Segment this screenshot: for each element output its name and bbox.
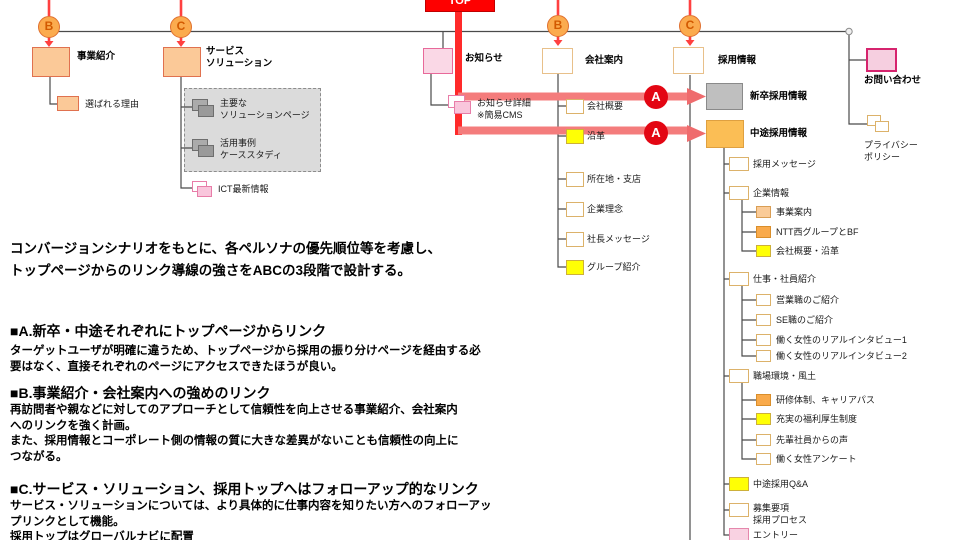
recruit-grandchild-label: 会社概要・沿革 (776, 246, 840, 256)
top-flow-vertical-line (455, 10, 462, 135)
recruit-child-label: エントリー (753, 530, 799, 540)
stacked-pages-icon (198, 105, 214, 117)
priority-badge-a1: A (644, 84, 668, 109)
recruit-grandchild-label: NTT西グループとBF (776, 227, 859, 237)
node-main-solution-pages-label: 主要な ソリューションページ (220, 98, 310, 120)
node-news (423, 48, 453, 74)
company-child-label: 会社概要 (587, 101, 624, 111)
company-child-box (566, 98, 584, 114)
recruit-grandchild-label: 営業職のご紹介 (776, 295, 840, 305)
recruit-grandchild-box (756, 394, 771, 406)
recruit-grandchild-label: 充実の福利厚生制度 (776, 414, 858, 424)
node-privacy-policy-label: プライバシー ポリシー (864, 140, 918, 162)
recruit-child-label: 職場環境・風土 (753, 371, 817, 381)
priority-circle-c2: C (679, 15, 701, 37)
recruit-grandchild-label: 働く女性のリアルインタビュー1 (776, 335, 907, 345)
recruit-grandchild-box (756, 434, 771, 446)
company-child-label: グループ紹介 (587, 262, 641, 272)
recruit-grandchild-label: SE職のご紹介 (776, 315, 834, 325)
node-reasons-chosen (57, 96, 79, 111)
node-contact (866, 48, 897, 72)
recruit-child-box (729, 369, 749, 383)
priority-circle-c1: C (170, 16, 192, 38)
recruit-grandchild-label: 働く女性のリアルインタビュー2 (776, 351, 907, 361)
annotation-intro: コンバージョンシナリオをもとに、各ペルソナの優先順位等を考慮し、 トップページか… (10, 241, 442, 278)
company-child-box (566, 231, 584, 247)
recruit-child-label: 仕事・社員紹介 (753, 274, 817, 284)
annotation-c-body: サービス・ソリューションについては、より具体的に仕事内容を知りたい方へのフォロー… (10, 500, 492, 540)
company-child-label: 所在地・支店 (587, 174, 642, 184)
company-child-label: 沿革 (587, 131, 606, 141)
recruit-grandchild-box (756, 413, 771, 425)
recruit-grandchild-box (756, 314, 771, 326)
stacked-pages-icon (867, 115, 881, 126)
node-new-grad-recruit-label: 新卒採用情報 (750, 91, 808, 102)
node-case-study-label: 活用事例 ケーススタディ (220, 138, 282, 160)
node-mid-career-recruit (706, 120, 744, 148)
recruit-grandchild-box (756, 350, 771, 362)
branch-connector-dot (845, 27, 853, 36)
node-recruit-info (673, 47, 704, 74)
recruit-grandchild-box (756, 226, 771, 238)
node-service-solution-label: サービス ソリューション (206, 46, 273, 69)
node-contact-label: お問い合わせ (864, 75, 922, 86)
recruit-child-box (729, 503, 749, 517)
company-child-box (566, 171, 584, 187)
node-recruit-info-label: 採用情報 (718, 55, 757, 66)
node-business-intro-label: 事業紹介 (77, 51, 116, 62)
node-company-info-label: 会社案内 (585, 55, 624, 66)
node-service-solution (163, 47, 201, 77)
node-reasons-chosen-label: 選ばれる理由 (85, 99, 140, 109)
annotation-b-body: 再訪問者や親などに対してのアプローチとして信頼性を向上させる事業紹介、会社案内 … (10, 404, 459, 463)
node-ict-news-label: ICT最新情報 (218, 184, 269, 194)
annotation-b-heading: ■B.事業紹介・会社案内への強めのリンク (10, 385, 271, 401)
recruit-child-box (729, 157, 749, 171)
recruit-child-label: 募集要項 採用プロセス (753, 503, 808, 525)
recruit-grandchild-label: 働く女性アンケート (776, 454, 857, 464)
recruit-grandchild-box (756, 245, 771, 257)
priority-circle-b1: B (38, 16, 60, 38)
recruit-grandchild-label: 先輩社員からの声 (776, 435, 849, 445)
company-child-box (566, 201, 584, 217)
recruit-child-box (729, 477, 749, 491)
node-top: TOP (425, 0, 495, 12)
recruit-grandchild-label: 事業案内 (776, 207, 813, 217)
annotation-c-heading: ■C.サービス・ソリューション、採用トップへはフォローアップ的なリンク (10, 481, 479, 497)
annotation-a-body: ターゲットユーザが明確に違うため、トップページから採用の振り分けページを経由する… (10, 345, 481, 373)
recruit-grandchild-label: 研修体制、キャリアパス (776, 395, 875, 405)
node-company-info (542, 48, 573, 74)
recruit-child-label: 企業情報 (753, 188, 790, 198)
recruit-child-label: 採用メッセージ (753, 159, 816, 169)
company-child-label: 社長メッセージ (587, 234, 650, 244)
recruit-child-label: 中途採用Q&A (753, 479, 809, 489)
company-child-label: 企業理念 (587, 204, 624, 214)
recruit-grandchild-box (756, 294, 771, 306)
annotation-a-heading: ■A.新卒・中途それぞれにトップページからリンク (10, 323, 327, 339)
node-mid-career-recruit-label: 中途採用情報 (750, 128, 808, 139)
priority-bc-arrows (44, 0, 695, 47)
node-new-grad-recruit (706, 83, 743, 110)
node-business-intro (32, 47, 70, 77)
company-child-box (566, 259, 584, 275)
priority-badge-a2: A (644, 121, 668, 145)
stacked-pages-icon (198, 145, 214, 157)
company-child-box (566, 128, 584, 144)
node-news-detail-label: お知らせ詳細 ※簡易CMS (477, 98, 531, 120)
node-news-label: お知らせ (465, 53, 503, 64)
priority-circle-b2: B (547, 15, 569, 37)
recruit-grandchild-box (756, 206, 771, 218)
recruit-child-box (729, 528, 749, 540)
recruit-child-box (729, 186, 749, 200)
stacked-pages-icon (197, 186, 212, 197)
stacked-pages-icon (875, 121, 889, 132)
recruit-grandchild-box (756, 453, 771, 465)
recruit-grandchild-box (756, 334, 771, 346)
recruit-child-box (729, 272, 749, 286)
stacked-pages-icon (454, 101, 471, 114)
